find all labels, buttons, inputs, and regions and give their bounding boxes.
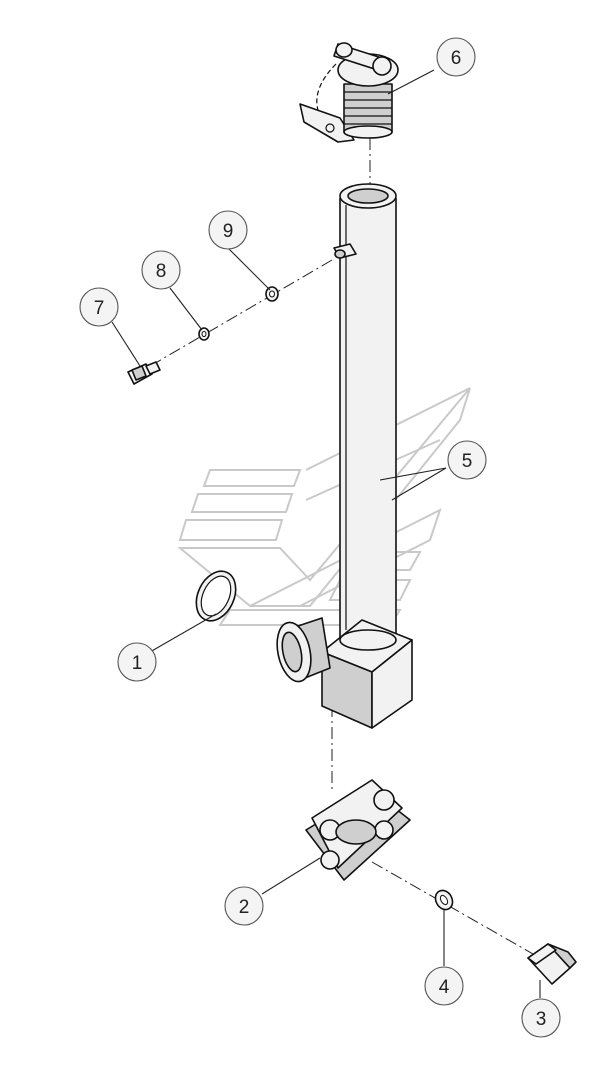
bolt-large-part xyxy=(527,943,577,985)
leader-lines xyxy=(111,69,541,998)
callout-label-7: 7 xyxy=(94,298,105,319)
callout-3: 3 xyxy=(521,998,561,1038)
lock-washer-part xyxy=(198,327,210,341)
callout-label-1: 1 xyxy=(132,653,143,674)
o-ring-part xyxy=(195,570,237,622)
nipple-part xyxy=(333,243,357,259)
callout-label-4: 4 xyxy=(439,977,450,998)
callout-2: 2 xyxy=(224,886,264,926)
callout-4: 4 xyxy=(424,966,464,1006)
callout-label-8: 8 xyxy=(156,261,167,282)
callout-label-2: 2 xyxy=(239,897,250,918)
callout-5: 5 xyxy=(447,440,487,480)
callout-label-6: 6 xyxy=(451,48,462,69)
flange-clamp-part xyxy=(305,779,411,881)
small-bolt-part xyxy=(127,361,161,385)
callout-6: 6 xyxy=(436,37,476,77)
washer-part xyxy=(434,889,454,911)
callout-1: 1 xyxy=(117,642,157,682)
callout-label-3: 3 xyxy=(536,1009,547,1030)
filler-cap-part xyxy=(299,42,399,143)
callout-label-9: 9 xyxy=(223,221,234,242)
side-port-part xyxy=(276,617,331,683)
callout-9: 9 xyxy=(208,210,248,250)
callout-8: 8 xyxy=(141,250,181,290)
block-base-part xyxy=(321,619,413,729)
callout-7: 7 xyxy=(79,287,119,327)
washer-small-part xyxy=(265,286,279,302)
callout-label-5: 5 xyxy=(462,451,473,472)
